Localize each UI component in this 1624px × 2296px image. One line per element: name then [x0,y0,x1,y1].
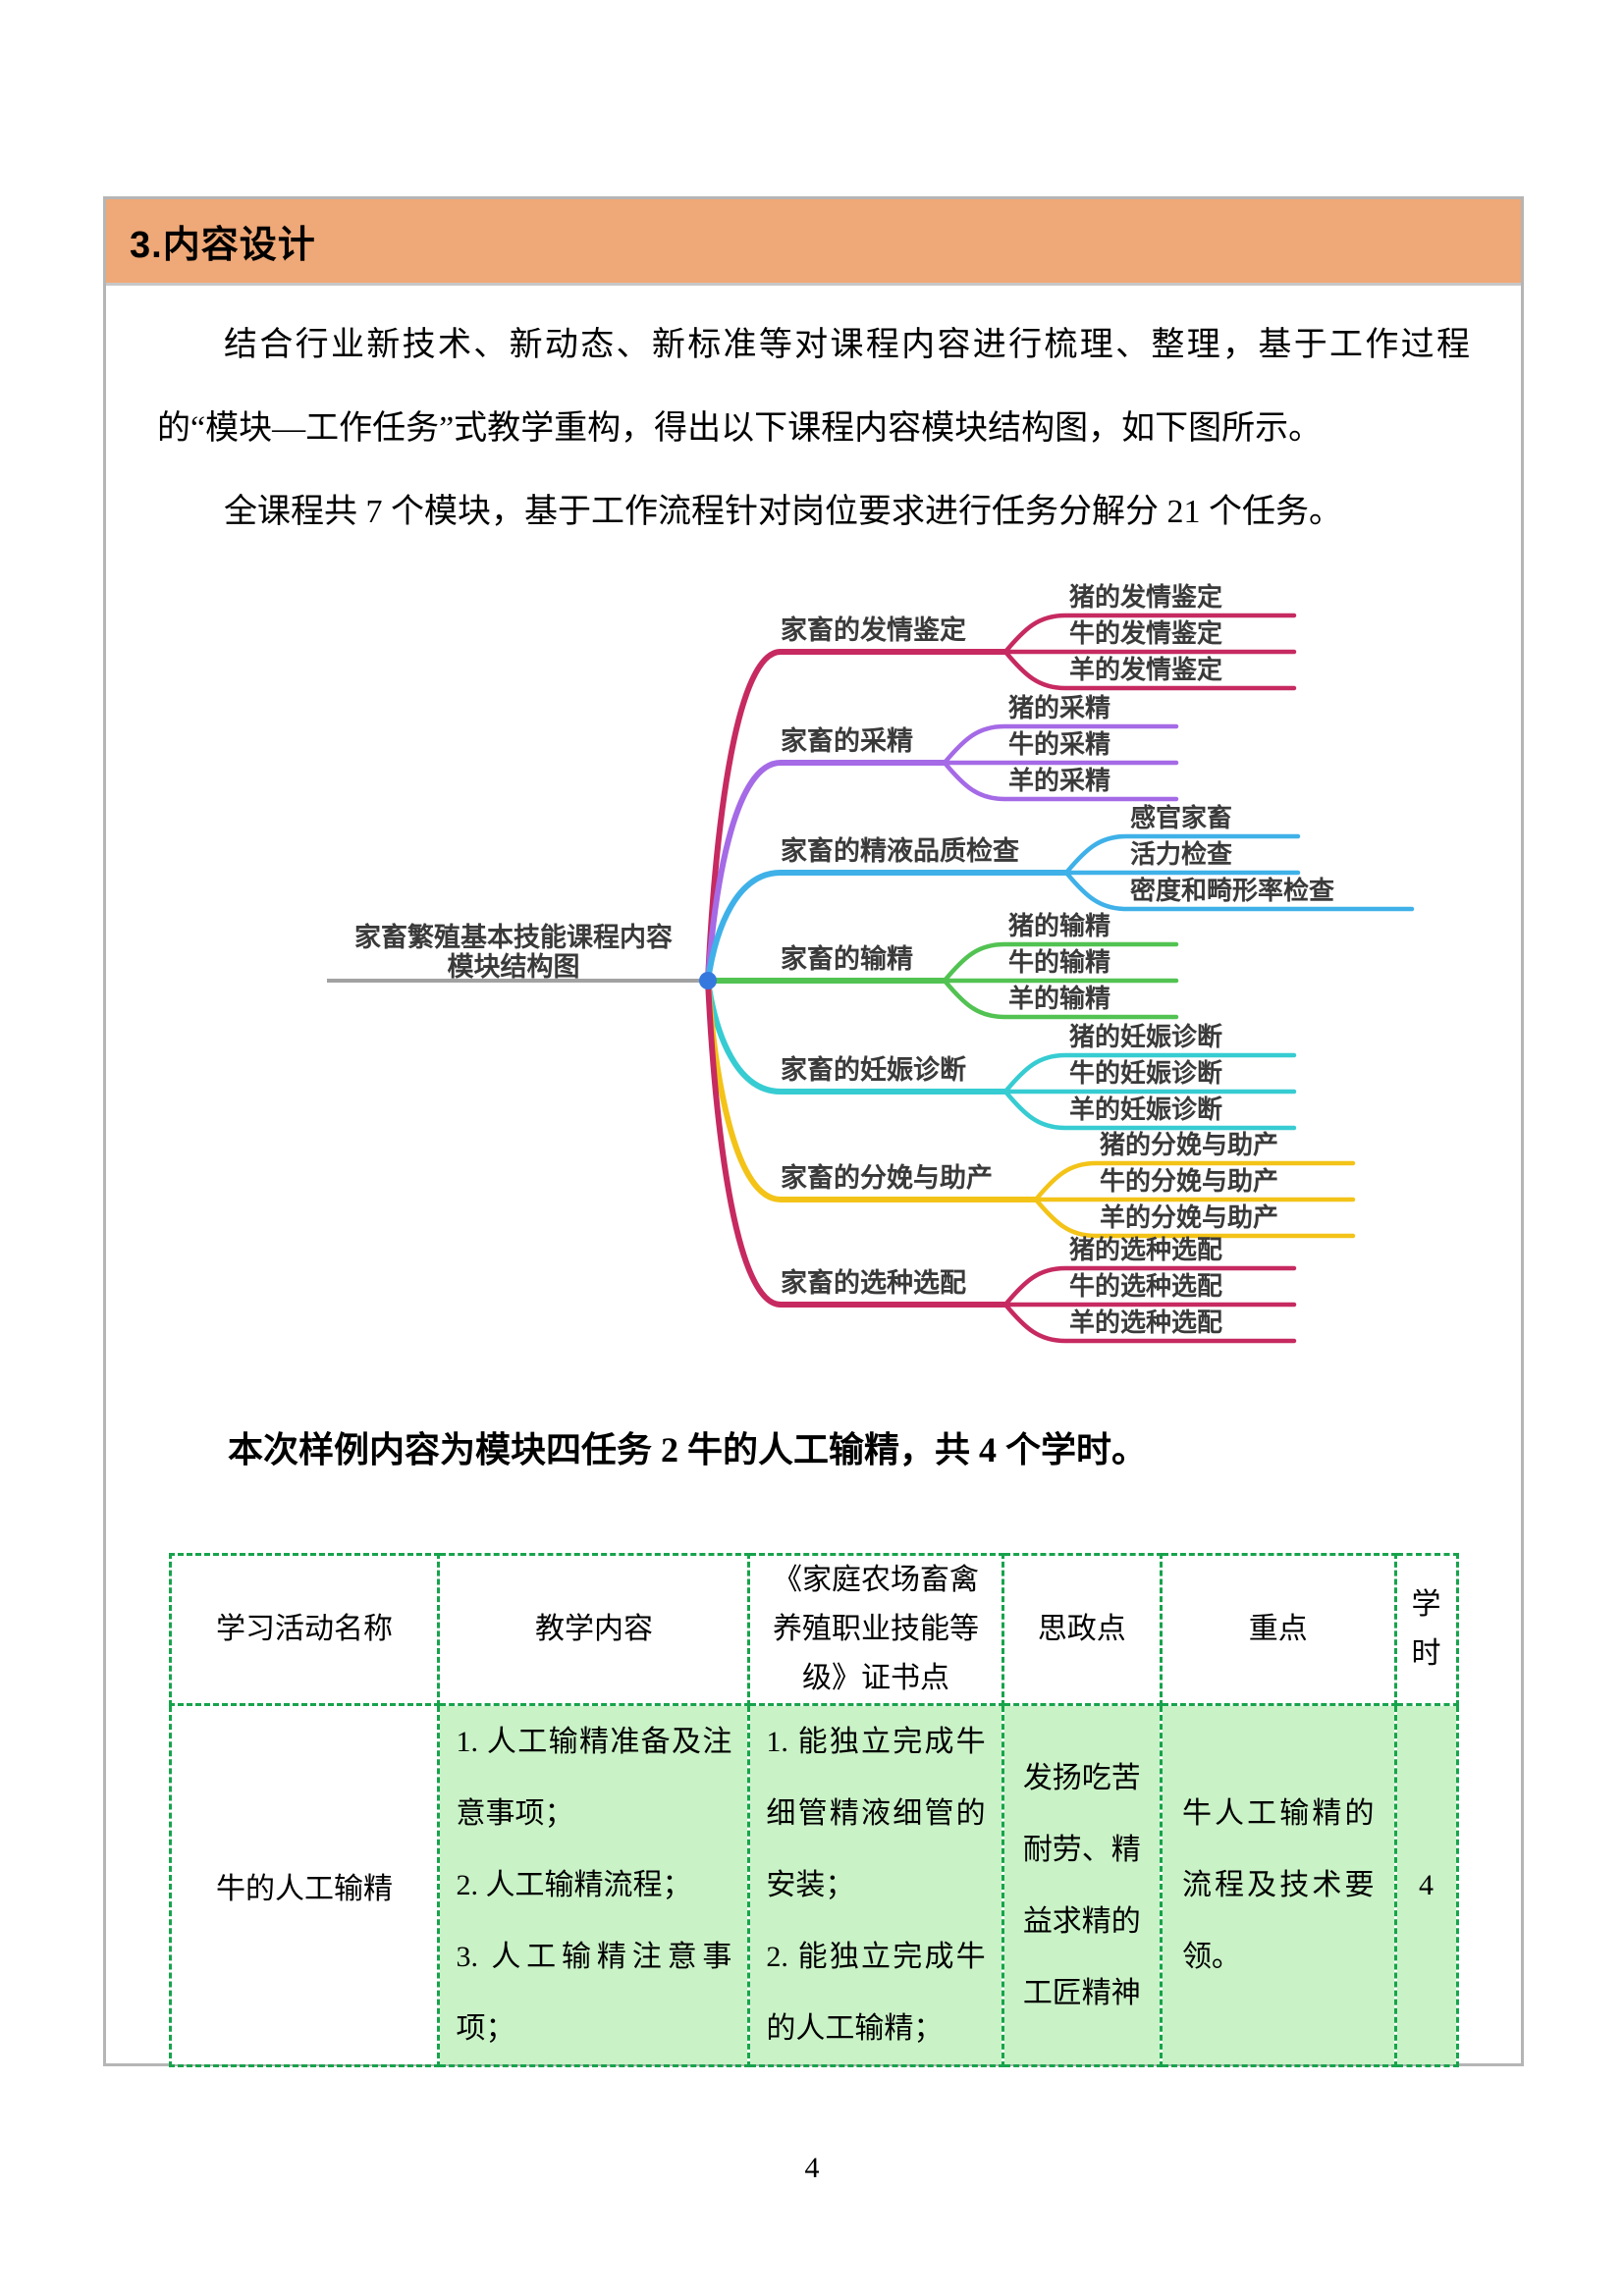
col-header-focus: 重点 [1159,1553,1397,1706]
intro-paragraph: 结合行业新技术、新动态、新标准等对课程内容进行梳理、整理，基于工作过程的“模块—… [157,327,1470,447]
mindmap-child-label: 羊的妊娠诊断 [1069,1095,1222,1124]
section-title: 3.内容设计 [130,225,316,266]
col-header-activity: 学习活动名称 [168,1553,441,1706]
mindmap-branch-label: 家畜的采精 [781,725,913,756]
mindmap-child-line [1033,1160,1356,1202]
mindmap-branch-label: 家畜的妊娠诊断 [781,1054,966,1085]
cell-teaching-content: 1. 人工输精准备及注意事项； 2. 人工输精流程； 3. 人工输精注意事项； [437,1703,751,2067]
mindmap-child-line [1002,1265,1297,1308]
mindmap-child-line [1002,613,1297,655]
mindmap-center-dot [699,972,717,989]
mindmap-child-line [1063,870,1415,912]
mindmap-child-label: 猪的输精 [1008,911,1110,940]
cell-activity-name: 牛的人工输精 [168,1703,441,2067]
mindmap-child-line [942,760,1179,802]
mindmap-child-label: 牛的选种选配 [1069,1271,1222,1301]
table-header-row: 学习活动名称 教学内容 《家庭农场畜禽养殖职业技能等级》证书点 思政点 重点 学… [168,1553,1459,1706]
mindmap-root-title-line2: 模块结构图 [448,952,580,982]
mindmap-child-label: 羊的分娩与助产 [1100,1202,1278,1232]
col-header-content: 教学内容 [437,1553,751,1706]
mindmap-child-label: 羊的输精 [1008,984,1110,1013]
mindmap-child-label: 猪的选种选配 [1069,1235,1222,1264]
mindmap-child-label: 感官家畜 [1130,803,1232,832]
col-header-hours: 学时 [1393,1553,1459,1706]
mindmap-child-label: 猪的发情鉴定 [1069,582,1222,612]
mindmap-child-line [1063,833,1301,876]
col-header-certificate: 《家庭农场畜禽养殖职业技能等级》证书点 [747,1553,1004,1706]
mindmap-child-label: 牛的妊娠诊断 [1069,1058,1222,1088]
mindmap-child-line [1033,1197,1356,1239]
cell-ideology-point: 发扬吃苦耐劳、精益求精的工匠精神 [1001,1703,1163,2067]
page-number: 4 [804,2152,820,2184]
certificate-point-item: 1. 能独立完成牛细管精液细管的安装； [766,1726,986,1901]
mindmap-child-label: 牛的采精 [1008,729,1110,759]
mindmap-child-label: 牛的分娩与助产 [1100,1166,1278,1196]
col-header-ideology: 思政点 [1001,1553,1163,1706]
mindmap-branch-line [705,649,1008,984]
mindmap-branch-label: 家畜的输精 [781,943,913,974]
mindmap-branch-label: 家畜的精液品质检查 [781,835,1019,866]
mindmap-child-label: 羊的选种选配 [1069,1308,1222,1337]
mindmap-child-label: 羊的发情鉴定 [1069,655,1222,684]
mindmap-child-label: 猪的采精 [1008,693,1110,722]
mindmap-child-label: 羊的采精 [1008,766,1110,795]
mindmap-child-label: 猪的分娩与助产 [1100,1130,1278,1159]
mindmap-child-line [942,723,1179,766]
cell-class-hours: 4 [1393,1703,1459,2067]
teaching-content-item: 2. 人工输精流程； [456,1869,692,1901]
teaching-content-item: 3. 人工输精注意事项； [456,1941,732,2045]
section-header-bar: 3.内容设计 [106,199,1521,286]
mindmap-child-line [942,978,1179,1020]
mindmap-branch-label: 家畜的分娩与助产 [781,1162,993,1193]
cell-key-point: 牛人工输精的流程及技术要领。 [1159,1703,1397,2067]
mindmap-child-label: 牛的发情鉴定 [1069,618,1222,648]
cell-certificate-points: 1. 能独立完成牛细管精液细管的安装； 2. 能独立完成牛的人工输精； [747,1703,1004,2067]
mindmap-root-title-line1: 家畜繁殖基本技能课程内容 [354,922,673,952]
mindmap-child-label: 密度和畸形率检查 [1130,876,1334,905]
certificate-point-item: 2. 能独立完成牛的人工输精； [766,1941,986,2045]
table-body-row: 牛的人工输精 1. 人工输精准备及注意事项； 2. 人工输精流程； 3. 人工输… [168,1703,1459,2067]
mindmap-branch-label: 家畜的选种选配 [781,1267,966,1298]
mindmap-branch-line [705,870,1069,984]
mindmap-child-label: 牛的输精 [1008,947,1110,977]
sample-statement: 本次样例内容为模块四任务 2 牛的人工输精，共 4 个学时。 [228,1430,1148,1469]
document-content-box: 3.内容设计 结合行业新技术、新动态、新标准等对课程内容进行梳理、整理，基于工作… [103,196,1524,2067]
mindmap-child-line [1002,1089,1297,1131]
mindmap-child-line [1002,1052,1297,1095]
mindmap-child-label: 猪的妊娠诊断 [1069,1022,1222,1051]
mindmap-child-label: 活力检查 [1130,839,1232,869]
mindmap-branch-line [705,978,1008,1308]
teaching-content-item: 1. 人工输精准备及注意事项； [456,1726,732,1830]
mindmap-branch-label: 家畜的发情鉴定 [781,614,966,645]
course-module-mindmap: 家畜的发情鉴定 猪的发情鉴定牛的发情鉴定羊的发情鉴定家畜的采精 猪的采精牛的采精羊的… [106,554,1521,1378]
mindmap-child-line [942,941,1179,984]
mindmap-child-line [1002,649,1297,691]
module-count-paragraph: 全课程共 7 个模块，基于工作流程针对岗位要求进行任务分解分 21 个任务。 [224,494,1342,530]
mindmap-child-line [1002,1302,1297,1344]
mindmap-branch-line [705,760,947,984]
lesson-plan-table: 学习活动名称 教学内容 《家庭农场畜禽养殖职业技能等级》证书点 思政点 重点 学… [168,1553,1459,2067]
